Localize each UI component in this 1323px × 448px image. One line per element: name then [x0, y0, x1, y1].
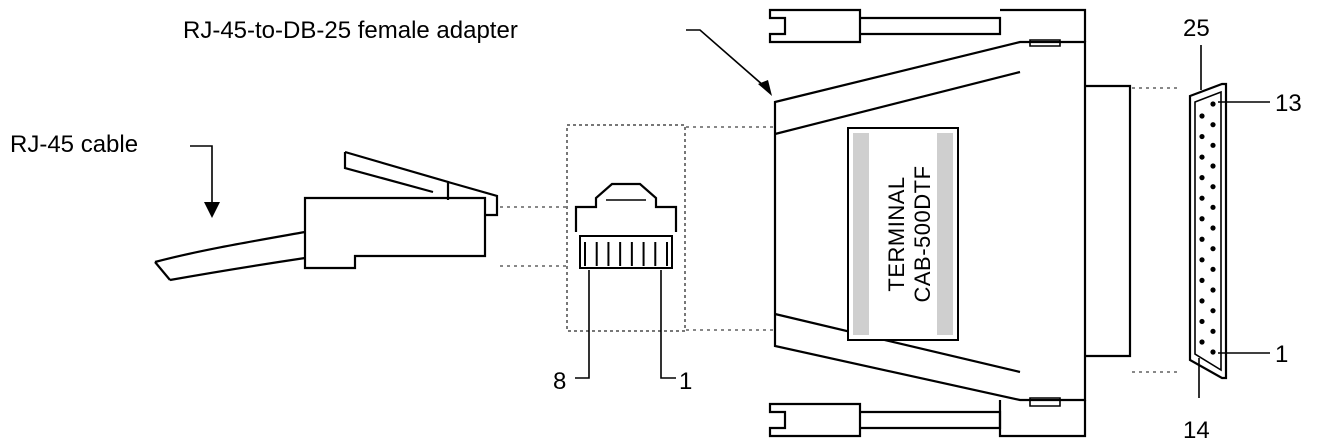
shell-label-terminal: TERMINAL — [884, 176, 909, 291]
db25-pin — [1210, 101, 1216, 107]
db25-pin — [1199, 175, 1205, 181]
jack-contact-lines — [584, 242, 668, 266]
db25-pin — [1210, 122, 1216, 128]
db25-pin — [1199, 216, 1205, 222]
db25-pin — [1199, 133, 1205, 140]
db25-connector-face — [1188, 45, 1270, 398]
db25-pin — [1210, 184, 1216, 190]
adapter-callout: RJ-45-to-DB-25 female adapter — [183, 17, 772, 96]
db25-pin — [1210, 225, 1216, 231]
db25-pin — [1199, 195, 1205, 201]
db25-pin — [1210, 266, 1216, 272]
db25-pin — [1199, 339, 1205, 345]
db25-pin — [1210, 163, 1216, 169]
db25-pins — [1199, 101, 1216, 355]
adapter-label: RJ-45-to-DB-25 female adapter — [183, 17, 518, 44]
db25-pin — [1199, 236, 1205, 242]
arrow-down-icon — [204, 202, 220, 218]
arrow-icon — [758, 80, 772, 96]
shell-label-part: CAB-500DTF — [910, 165, 935, 302]
db25-pin — [1199, 154, 1205, 160]
db25-pin — [1210, 142, 1216, 148]
db25-pin — [1210, 349, 1216, 355]
adapter-shell: TERMINAL CAB-500DTF — [768, 8, 1132, 438]
jack-pin-8-label: 8 — [553, 368, 566, 395]
rj45-cable-label: RJ-45 cable — [10, 131, 138, 158]
db25-pin — [1199, 318, 1205, 325]
jack-contacts — [579, 235, 673, 269]
db25-pin — [1210, 287, 1216, 293]
db25-pin — [1199, 113, 1205, 119]
rj45-cable-callout: RJ-45 cable — [10, 131, 220, 218]
rj45-jack — [566, 124, 686, 379]
jack-pin-1-label: 1 — [679, 368, 692, 395]
db25-pin — [1210, 204, 1216, 210]
db25-pin — [1210, 328, 1216, 334]
db25-pin-14-label: 14 — [1183, 417, 1210, 444]
db25-pin — [1210, 308, 1216, 314]
rj45-cable — [154, 230, 306, 282]
db25-pin — [1199, 277, 1205, 283]
db25-pin-25-label: 25 — [1183, 15, 1210, 42]
rj45-plug — [303, 150, 499, 270]
db25-pin-13-label: 13 — [1275, 90, 1302, 117]
db25-pin — [1199, 298, 1205, 304]
db25-pin-1-label: 1 — [1275, 341, 1288, 368]
db25-pin — [1199, 257, 1205, 263]
db25-pin — [1210, 246, 1216, 252]
